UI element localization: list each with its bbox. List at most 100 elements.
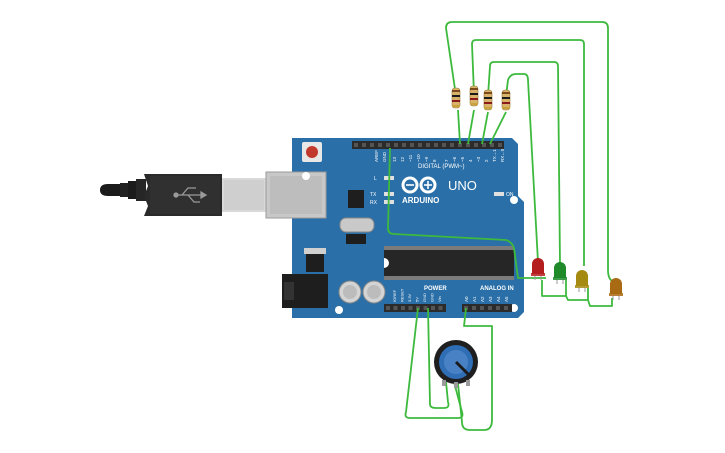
analog-pin-label: A5 — [504, 296, 509, 302]
wires[interactable] — [387, 21, 615, 431]
led-label-tx: TX — [370, 192, 377, 198]
wire-pot-gnd — [427, 307, 450, 409]
capacitor — [338, 280, 362, 304]
header-pin[interactable] — [378, 143, 382, 147]
power-pin-label: GND — [422, 293, 427, 302]
board-model: UNO — [448, 178, 477, 193]
header-pin[interactable] — [434, 143, 438, 147]
analog-pin-label: A2 — [480, 296, 485, 302]
reset-button[interactable] — [302, 142, 322, 162]
power-pin-label: Vin — [437, 296, 442, 302]
header-pin[interactable] — [354, 143, 358, 147]
header-pin[interactable] — [410, 143, 414, 147]
digital-pin-label: 4 — [468, 159, 473, 162]
header-pin[interactable] — [408, 306, 413, 310]
digital-pin-label: 13 — [392, 156, 397, 162]
header-pin[interactable] — [496, 306, 500, 310]
header-pin[interactable] — [370, 143, 374, 147]
power-header-label: POWER — [424, 286, 447, 292]
resistor[interactable] — [483, 89, 493, 111]
header-pin[interactable] — [458, 143, 462, 147]
resistor[interactable] — [469, 85, 479, 107]
header-pin[interactable] — [504, 306, 508, 310]
header-pin[interactable] — [431, 306, 435, 310]
header-pin[interactable] — [498, 143, 502, 147]
header-pin[interactable] — [386, 306, 390, 310]
led-label-on: ON — [506, 192, 514, 198]
digital-pin-label: ~6 — [452, 156, 457, 162]
header-pin[interactable] — [482, 143, 486, 147]
pin-label-gnd: GND — [382, 151, 387, 162]
digital-pin-label: TX→1 — [492, 149, 497, 162]
power-pin-label: 5V — [415, 297, 420, 302]
red-led[interactable] — [531, 258, 545, 280]
mounting-hole — [335, 306, 343, 314]
header-pin[interactable] — [474, 143, 478, 147]
wire-pot-a0 — [457, 307, 493, 431]
digital-pin-label: 7 — [444, 159, 449, 162]
mounting-hole — [302, 172, 310, 180]
header-pin[interactable] — [423, 306, 428, 310]
analog-pin-label: A3 — [488, 296, 493, 302]
led-label-l: L — [374, 176, 377, 182]
mounting-hole — [510, 196, 518, 204]
resistor[interactable] — [501, 89, 511, 111]
header-pin[interactable] — [386, 143, 390, 147]
digital-pin-label: ~5 — [460, 156, 465, 162]
wire-gnd-bus — [387, 147, 546, 279]
digital-pin-label: ~9 — [424, 156, 429, 162]
usb-cable[interactable] — [100, 174, 266, 216]
header-pin[interactable] — [466, 143, 470, 147]
header-pin[interactable] — [418, 143, 422, 147]
wire-red-led — [505, 73, 539, 263]
power-pin-label: IOREF — [392, 289, 397, 302]
digital-pin-label: 2 — [484, 159, 489, 162]
header-pin[interactable] — [362, 143, 366, 147]
wire-pot-5v — [404, 307, 464, 419]
header-pin[interactable] — [393, 306, 398, 310]
digital-pin-label: ~10 — [416, 154, 421, 162]
digital-pin-label: ~11 — [408, 154, 413, 162]
header-pin[interactable] — [438, 306, 443, 310]
wire-led-gnd-3 — [587, 298, 613, 307]
analog-pin-label: A0 — [464, 296, 469, 302]
header-pin[interactable] — [402, 143, 406, 147]
header-pin[interactable] — [450, 143, 454, 147]
potentiometer[interactable] — [434, 340, 478, 388]
digital-pin-label: 8 — [432, 159, 437, 162]
arduino-logo-icon — [401, 176, 437, 194]
header-pin[interactable] — [480, 306, 484, 310]
yellow-led[interactable] — [575, 270, 589, 292]
header-pin[interactable] — [394, 143, 398, 147]
wire-led-gnd-1 — [541, 280, 567, 297]
analog-header — [462, 304, 512, 312]
capacitor — [362, 280, 386, 304]
header-pin[interactable] — [490, 143, 494, 147]
wire-led-gnd-2 — [565, 288, 589, 301]
power-pin-label: RESET — [400, 288, 405, 302]
digital-header-label: DIGITAL (PWM~) — [418, 164, 465, 170]
power-header — [384, 304, 446, 312]
digital-pin-label: RX←0 — [500, 148, 505, 162]
green-led[interactable] — [553, 262, 567, 284]
orange-led[interactable] — [609, 278, 623, 300]
wire-orange-led — [445, 21, 615, 283]
led-label-rx: RX — [370, 200, 378, 206]
header-pin[interactable] — [488, 306, 492, 310]
header-pin[interactable] — [442, 143, 446, 147]
wire-green-led — [487, 61, 561, 265]
header-pin[interactable] — [472, 306, 476, 310]
board-brand: ARDUINO — [402, 196, 439, 205]
power-pin-label: GND — [430, 293, 435, 302]
arduino-board[interactable]: L TX RX ON ARDUINO UNO DIGITAL (PWM~) AR… — [265, 138, 524, 318]
analog-pin-label: A1 — [472, 296, 477, 302]
power-pin-label: 3.3V — [407, 293, 412, 302]
analog-header-label: ANALOG IN — [480, 286, 514, 292]
analog-pin-label: A4 — [496, 296, 501, 302]
wire-yellow-led — [471, 39, 585, 266]
digital-pin-label: ~3 — [476, 156, 481, 162]
resistor[interactable] — [451, 87, 461, 109]
header-pin[interactable] — [426, 143, 430, 147]
header-pin[interactable] — [401, 306, 405, 310]
